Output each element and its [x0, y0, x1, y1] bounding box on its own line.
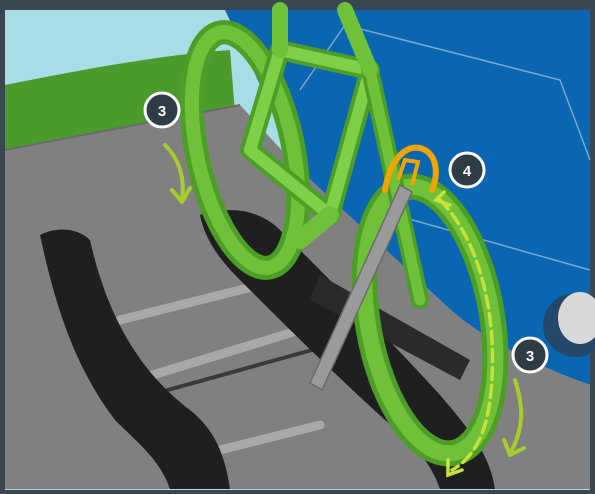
- step-badge-right: 3: [513, 338, 547, 372]
- step-badge-left: 3: [145, 93, 179, 127]
- step-badge-label: 3: [526, 348, 534, 365]
- step-badge-label: 4: [463, 163, 472, 180]
- step-badge-label: 3: [158, 103, 166, 120]
- step-badge-hook: 4: [450, 153, 484, 187]
